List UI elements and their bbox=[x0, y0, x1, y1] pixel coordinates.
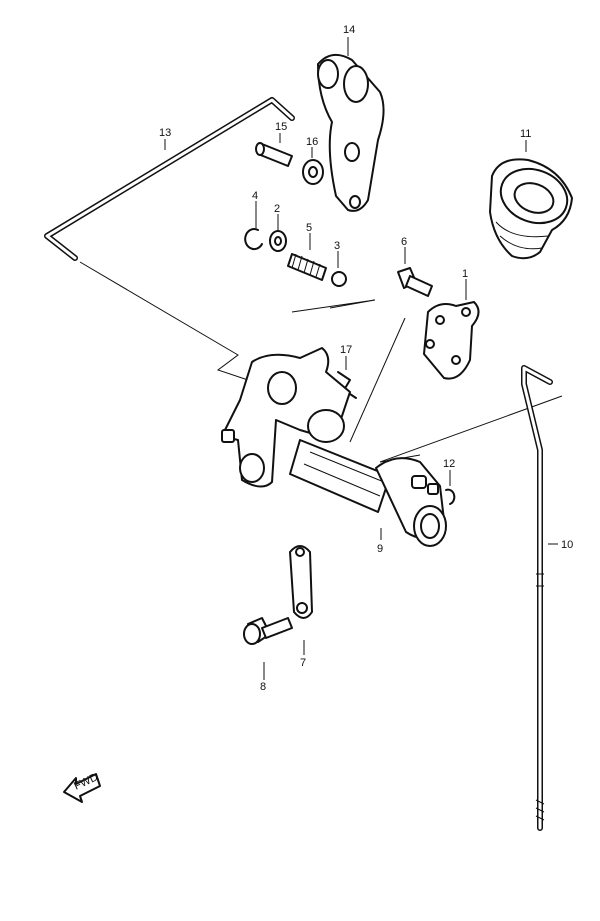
callout-9: 9 bbox=[377, 543, 383, 555]
plate-part-1 bbox=[423, 301, 480, 380]
callout-11: 11 bbox=[520, 128, 531, 140]
callout-12: 12 bbox=[443, 458, 455, 470]
fwd-arrow-icon: FWD bbox=[63, 771, 101, 803]
leader-lines bbox=[79, 37, 563, 680]
clip-part-12 bbox=[445, 488, 456, 505]
bracket-assembly-part-9 bbox=[221, 347, 447, 547]
grommet-part-11 bbox=[489, 158, 573, 260]
callout-2: 2 bbox=[274, 203, 280, 215]
callout-16: 16 bbox=[306, 136, 318, 148]
ball-part-3 bbox=[331, 271, 347, 287]
callout-8: 8 bbox=[260, 681, 266, 693]
callout-numbers: 14 15 16 13 11 4 2 5 3 6 1 17 12 9 10 7 … bbox=[159, 24, 573, 693]
callout-5: 5 bbox=[306, 222, 312, 234]
callout-10: 10 bbox=[561, 539, 573, 551]
pin-part-15 bbox=[255, 142, 293, 167]
callout-3: 3 bbox=[334, 240, 340, 252]
callout-7: 7 bbox=[300, 657, 306, 669]
lever-part-14 bbox=[317, 53, 385, 212]
callout-6: 6 bbox=[401, 236, 407, 248]
spring-part-5 bbox=[287, 253, 327, 281]
washer-part-16 bbox=[302, 159, 324, 185]
bolt-part-8 bbox=[243, 617, 293, 645]
callout-4: 4 bbox=[252, 190, 258, 202]
shift-rod-part-10 bbox=[521, 365, 553, 831]
link-plate-part-7 bbox=[289, 545, 313, 619]
callout-17: 17 bbox=[340, 344, 352, 356]
washer-part-2 bbox=[269, 230, 287, 252]
callout-15: 15 bbox=[275, 121, 287, 133]
rod-part-13 bbox=[44, 97, 295, 261]
callout-14: 14 bbox=[343, 24, 355, 36]
callout-1: 1 bbox=[462, 268, 468, 280]
snap-ring-part-4 bbox=[244, 228, 263, 251]
callout-13: 13 bbox=[159, 127, 171, 139]
bolt-part-6 bbox=[397, 267, 433, 297]
